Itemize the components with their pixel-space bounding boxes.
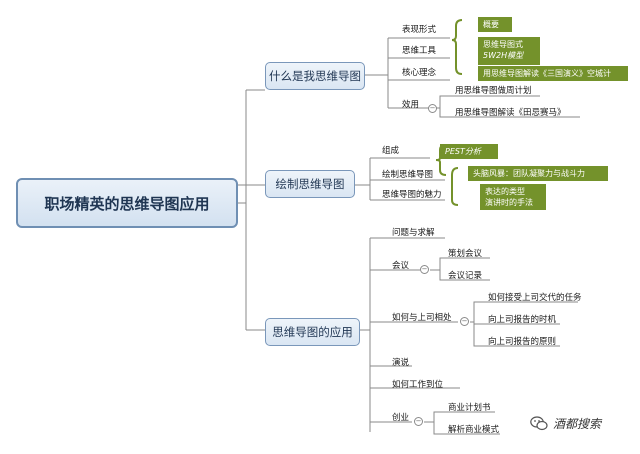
branch-apply[interactable]: 思维导图的应用	[265, 318, 360, 346]
callout-speech[interactable]: 表达的类型 演讲时的手法	[480, 184, 546, 210]
node-core[interactable]: 核心理念	[402, 68, 437, 78]
callout-speech-line2: 演讲时的手法	[485, 198, 533, 207]
branch-draw[interactable]: 绘制思维导图	[265, 170, 355, 198]
node-boss-timing[interactable]: 向上司报告的时机	[488, 315, 557, 325]
callout-formula-line2: 5W2H模型	[483, 51, 524, 60]
node-meeting[interactable]: 会议	[392, 261, 410, 271]
callout-brainstorm[interactable]: 头脑风暴：团队凝聚力与战斗力	[468, 166, 608, 181]
callout-pest[interactable]: PEST分析	[440, 144, 498, 159]
collapse-toggle-icon[interactable]: −	[414, 417, 423, 426]
callout-formula[interactable]: 思维导图式 5W2H模型	[478, 37, 540, 65]
callout-formula-line1: 思维导图式	[483, 40, 523, 49]
node-boss-principle[interactable]: 向上司报告的原则	[488, 337, 557, 347]
collapse-toggle-icon[interactable]: −	[428, 104, 437, 113]
node-problem[interactable]: 问题与求解	[392, 228, 435, 238]
branch-what-is[interactable]: 什么是我思维导图	[265, 62, 365, 90]
node-compose[interactable]: 组成	[382, 146, 400, 156]
node-charm[interactable]: 思维导图的魅力	[382, 190, 442, 200]
node-tools[interactable]: 思维工具	[402, 46, 437, 56]
node-meeting-record[interactable]: 会议记录	[448, 271, 483, 281]
node-startup-plan[interactable]: 商业计划书	[448, 403, 491, 413]
callout-three-kingdoms[interactable]: 用思维导图解读《三国演义》空城计	[478, 66, 628, 81]
collapse-toggle-icon[interactable]: −	[420, 265, 429, 274]
root-node[interactable]: 职场精英的思维导图应用	[16, 178, 238, 228]
node-use-horse[interactable]: 用思维导图解读《田忌赛马》	[455, 108, 566, 118]
callout-speech-line1: 表达的类型	[485, 187, 525, 196]
wechat-icon	[530, 416, 548, 431]
node-startup[interactable]: 创业	[392, 413, 410, 423]
node-work[interactable]: 如何工作到位	[392, 380, 444, 390]
node-boss[interactable]: 如何与上司相处	[392, 313, 452, 323]
node-form[interactable]: 表现形式	[402, 25, 437, 35]
node-use-plan[interactable]: 用思维导图做周计划	[455, 86, 532, 96]
node-boss-task[interactable]: 如何接受上司交代的任务	[488, 293, 582, 303]
node-speech[interactable]: 演说	[392, 358, 410, 368]
watermark-text: 酒都搜索	[553, 417, 602, 431]
node-startup-model[interactable]: 解析商业模式	[448, 425, 500, 435]
collapse-toggle-icon[interactable]: −	[460, 317, 469, 326]
watermark: 酒都搜索	[530, 415, 601, 432]
node-drawing[interactable]: 绘制思维导图	[382, 170, 434, 180]
callout-overview[interactable]: 概要	[478, 17, 512, 32]
node-meeting-plan[interactable]: 策划会议	[448, 249, 483, 259]
node-use[interactable]: 效用	[402, 100, 420, 110]
